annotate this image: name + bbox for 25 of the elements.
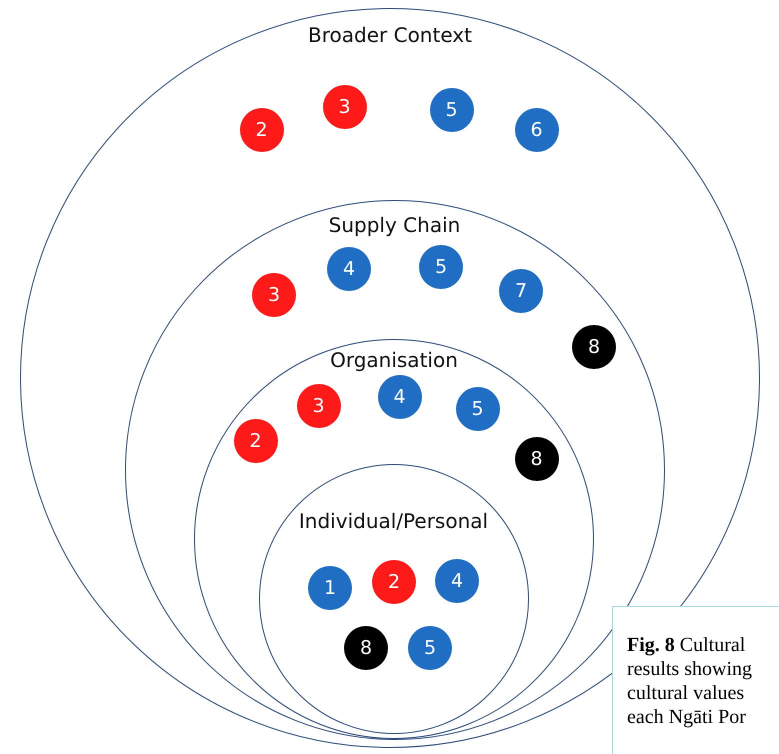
numbered-dot: 4: [435, 559, 479, 603]
numbered-dot: 8: [344, 626, 388, 670]
numbered-dot: 7: [499, 269, 543, 313]
numbered-dot: 5: [408, 626, 452, 670]
numbered-dot: 1: [308, 566, 352, 610]
numbered-dot: 2: [234, 418, 278, 462]
numbered-dot: 3: [296, 384, 340, 428]
numbered-dot: 8: [514, 436, 558, 480]
figure-caption: Fig. 8 Cultural results showing cultural values each Ngāti Por: [627, 633, 753, 729]
numbered-dot: 8: [572, 325, 616, 369]
numbered-dot: 5: [430, 88, 474, 132]
numbered-dot: 4: [378, 374, 422, 418]
numbered-dot: 4: [327, 247, 371, 291]
circle-title: Broader Context: [308, 23, 472, 47]
numbered-dot: 2: [372, 560, 416, 604]
numbered-dot: 3: [322, 84, 366, 128]
circle-title: Individual/Personal: [298, 508, 488, 532]
numbered-dot: 3: [252, 273, 296, 317]
numbered-dot: 6: [514, 108, 558, 152]
circle-title: Supply Chain: [328, 212, 460, 236]
numbered-dot: 5: [456, 386, 500, 430]
scope-circle: [258, 464, 528, 734]
circle-title: Organisation: [330, 348, 458, 372]
numbered-dot: 2: [240, 108, 284, 152]
numbered-dot: 5: [419, 245, 463, 289]
